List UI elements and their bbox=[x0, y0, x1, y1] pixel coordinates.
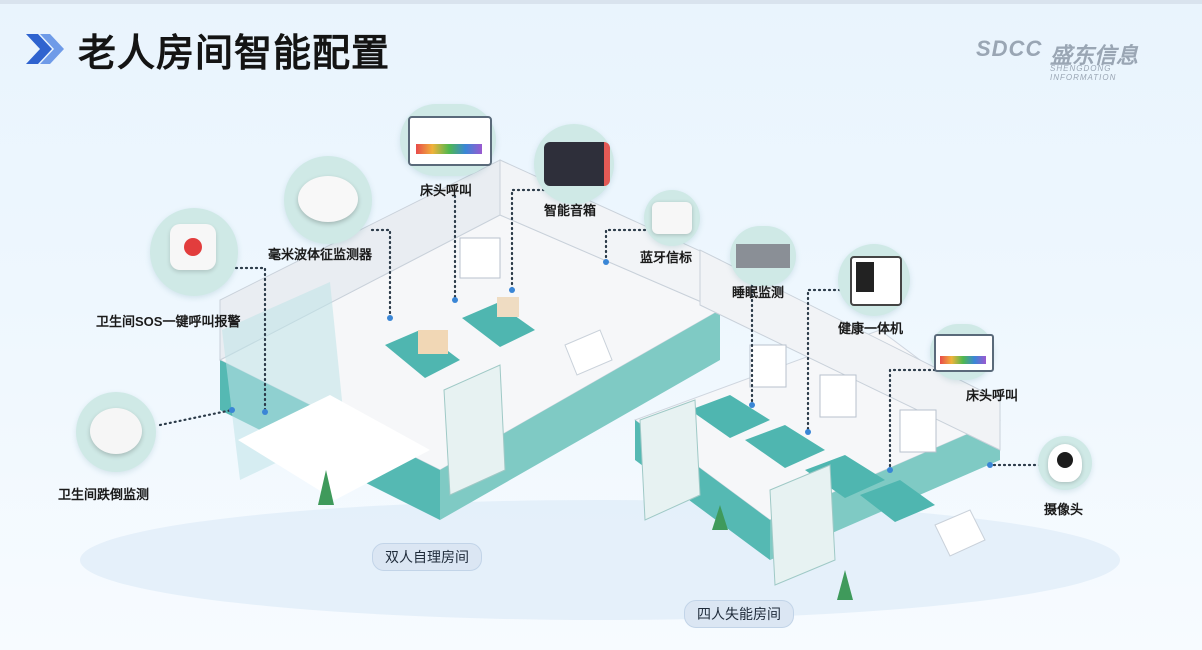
logo-name-en: SHENGDONG INFORMATION bbox=[1050, 64, 1117, 82]
bedside-screen-icon-2 bbox=[934, 334, 994, 372]
label-bluetooth-beacon: 蓝牙信标 bbox=[640, 250, 693, 265]
sos-button-device bbox=[150, 208, 238, 296]
room-label-quad: 四人失能房间 bbox=[684, 600, 794, 628]
chevron-right-icon bbox=[26, 34, 64, 64]
sos-button-icon bbox=[170, 224, 216, 270]
label-bedside-call-1: 床头呼叫 bbox=[420, 183, 473, 198]
health-kiosk-icon bbox=[850, 256, 902, 306]
label-sleep-monitor: 睡眠监测 bbox=[732, 285, 785, 300]
sleep-pad-icon bbox=[736, 244, 790, 268]
camera-device bbox=[1038, 436, 1092, 490]
beacon-icon bbox=[652, 202, 692, 234]
camera-icon bbox=[1048, 444, 1082, 482]
room-label-double: 双人自理房间 bbox=[372, 543, 482, 571]
logo-name-cn: 盛东信息 bbox=[1050, 43, 1139, 68]
page-title: 老人房间智能配置 bbox=[78, 31, 391, 75]
label-smart-speaker: 智能音箱 bbox=[544, 203, 597, 218]
label-camera: 摄像头 bbox=[1044, 502, 1084, 517]
bedside-screen-icon bbox=[408, 116, 492, 166]
logo-mark: SDCC bbox=[976, 36, 1043, 61]
fall-sensor-device bbox=[76, 392, 156, 472]
bedside-call-device-2 bbox=[930, 324, 994, 380]
bluetooth-beacon-device bbox=[644, 190, 700, 246]
label-bathroom-fall: 卫生间跌倒监测 bbox=[58, 487, 150, 502]
smart-speaker-device bbox=[534, 124, 614, 204]
label-bathroom-sos: 卫生间SOS一键呼叫报警 bbox=[96, 314, 241, 329]
health-kiosk-device bbox=[838, 244, 910, 316]
sleep-monitor-device bbox=[730, 226, 796, 286]
smart-speaker-icon bbox=[544, 142, 610, 186]
mmwave-device bbox=[284, 156, 372, 244]
label-mmwave: 毫米波体征监测器 bbox=[268, 247, 373, 262]
bedside-call-device-1 bbox=[400, 104, 496, 176]
company-logo: SDCC 盛东信息 SHENGDONG INFORMATION bbox=[976, 36, 1166, 82]
label-health-kiosk: 健康一体机 bbox=[838, 321, 904, 336]
ceiling-sensor-icon bbox=[90, 408, 142, 454]
mmwave-sensor-icon bbox=[298, 176, 358, 222]
label-bedside-call-2: 床头呼叫 bbox=[966, 388, 1019, 403]
top-border bbox=[0, 0, 1202, 4]
